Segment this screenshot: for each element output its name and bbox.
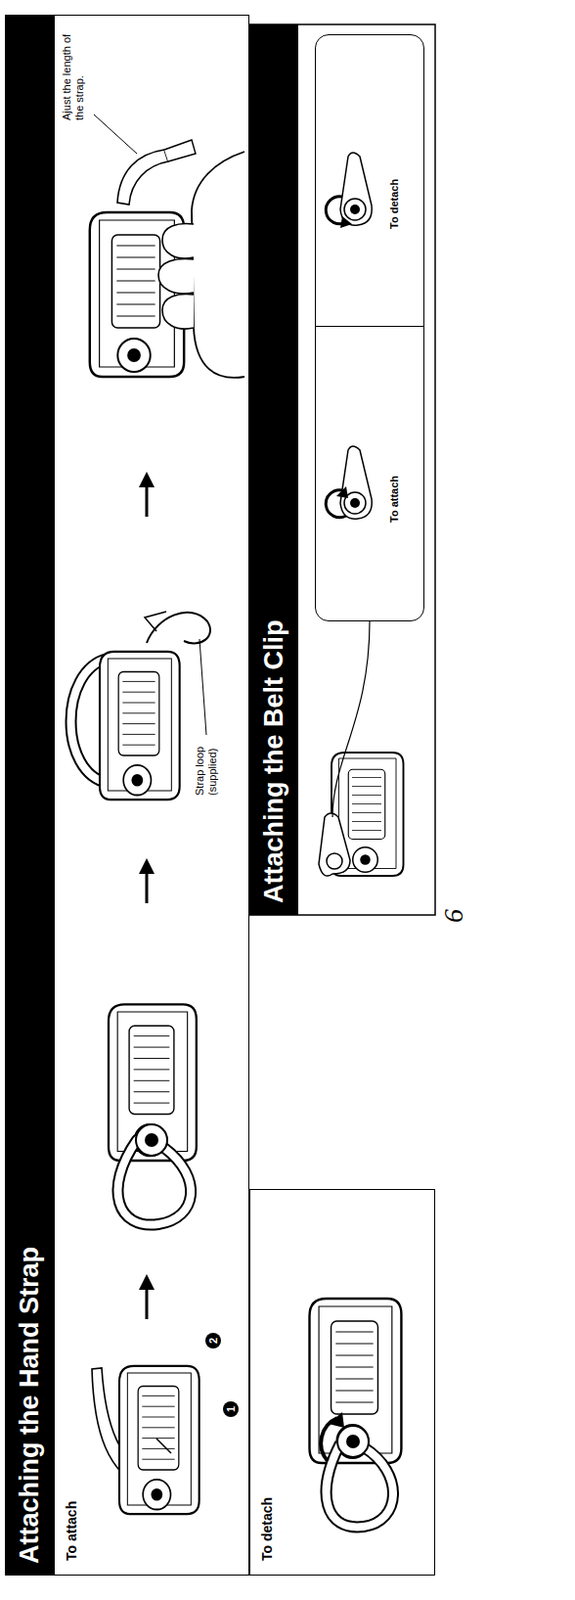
callout-number: 2 [205,1331,222,1348]
section-header: Attaching the Hand Strap [4,14,54,1575]
rounded-box: To attach To detach [314,34,425,621]
section-header: Attaching the Belt Clip [249,24,299,915]
cell-divider [315,325,424,327]
section-title: Attaching the Hand Strap [14,1245,45,1563]
section-title: Attaching the Belt Clip [259,619,290,904]
step-panel: To detach [249,1188,436,1575]
part-label: Strap loop (supplied) [193,736,219,796]
step-heading: To detach [259,1496,275,1560]
note: Ajust the length of the strap. [60,24,86,121]
step-heading: To attach [63,1500,80,1560]
step-heading: To attach [388,475,400,523]
callout-number: 1 [222,1400,239,1416]
page-number: 6 [438,908,470,923]
step-heading: To detach [388,178,400,229]
